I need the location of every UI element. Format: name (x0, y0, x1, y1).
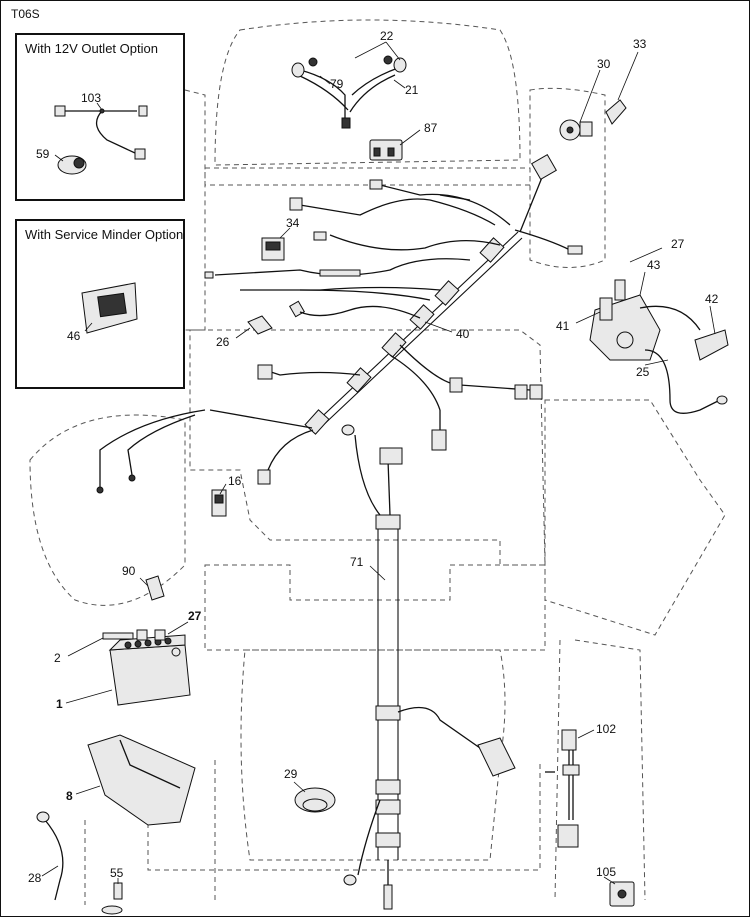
callout-87: 87 (424, 121, 438, 135)
inset-callout-103: 103 (81, 91, 102, 105)
key-part-33 (605, 99, 627, 125)
callout-34: 34 (286, 216, 300, 230)
battery-part-1 (108, 634, 191, 706)
callout-105: 105 (596, 865, 616, 879)
callout-30: 30 (597, 57, 611, 71)
grommet-part-29 (294, 787, 336, 813)
harness-part-71 (341, 424, 516, 910)
inset-12v-outlet: With 12V Outlet Option 103 59 (15, 33, 185, 201)
inset-12v-drawing (54, 102, 148, 175)
relay-part-105 (609, 881, 635, 907)
screw-part-55 (101, 882, 123, 915)
callout-79: 79 (330, 77, 344, 91)
callout-numbers: 22 79 21 87 30 33 34 27 43 42 41 25 26 4… (28, 29, 719, 885)
cable-part-25 (639, 305, 728, 414)
inset-service-minder: With Service Minder Option 46 (15, 219, 185, 389)
inset-service-minder-drawing (81, 282, 138, 334)
callout-25: 25 (636, 365, 650, 379)
inset-12v-outlet-title: With 12V Outlet Option (25, 41, 158, 56)
inset-callout-46: 46 (67, 329, 81, 343)
callout-21: 21 (405, 83, 419, 97)
callout-102: 102 (596, 722, 616, 736)
callout-90: 90 (122, 564, 136, 578)
headlight-left (291, 62, 305, 78)
callout-40: 40 (456, 327, 470, 341)
bolt-part-2 (102, 629, 166, 641)
switch-part-90 (145, 575, 165, 601)
relay-part-87 (369, 139, 403, 161)
callout-8: 8 (66, 789, 73, 803)
callout-16: 16 (228, 474, 242, 488)
switch-part-34 (261, 237, 285, 261)
leader-lines (41, 41, 716, 885)
callout-29: 29 (284, 767, 298, 781)
main-harness-part-40 (96, 154, 583, 494)
callout-1: 1 (56, 697, 63, 711)
callout-42: 42 (705, 292, 719, 306)
cable-part-28 (36, 811, 64, 901)
battery-tray-part-8 (87, 734, 196, 826)
headlight-right (393, 57, 407, 73)
callout-41: 41 (556, 319, 570, 333)
inset-service-minder-title: With Service Minder Option (25, 227, 184, 242)
callout-27-battery: 27 (188, 609, 202, 623)
callout-33: 33 (633, 37, 647, 51)
ignition-switch-part-30 (559, 119, 593, 141)
harness-part-102 (545, 729, 580, 848)
fuse-part-26 (247, 315, 273, 335)
callout-55: 55 (110, 866, 124, 880)
callout-71: 71 (350, 555, 364, 569)
tractor-outline (29, 19, 726, 905)
callout-27-top: 27 (671, 237, 685, 251)
inset-callout-59: 59 (36, 147, 50, 161)
callout-2: 2 (54, 651, 61, 665)
boot-part-42 (694, 329, 729, 361)
callout-26: 26 (216, 335, 230, 349)
solenoid-part-43 (589, 279, 661, 361)
drawing-code: T06S (11, 7, 40, 21)
callout-22: 22 (380, 29, 394, 43)
callout-28: 28 (28, 871, 42, 885)
callout-43: 43 (647, 258, 661, 272)
switch-part-16 (211, 489, 227, 517)
headlight-harness (291, 55, 407, 129)
